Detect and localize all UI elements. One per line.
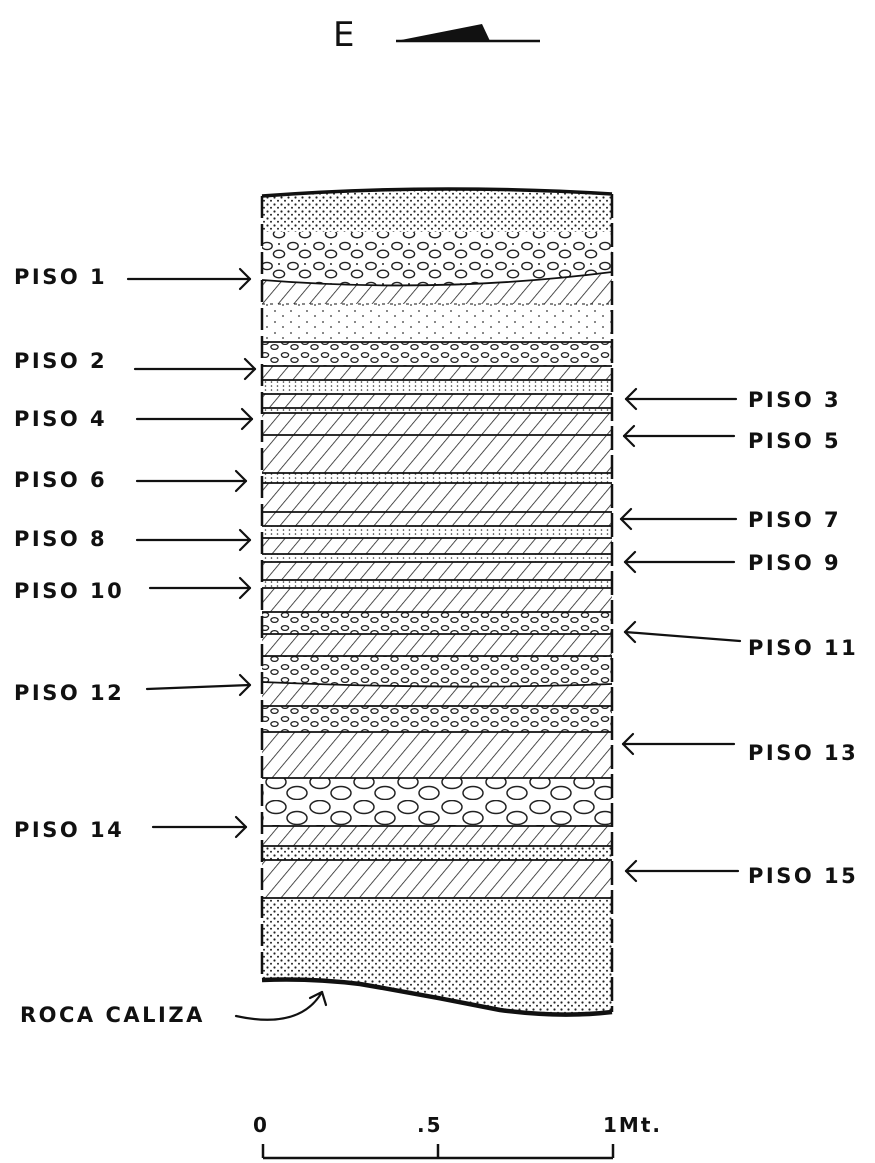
layer-floor-2	[255, 366, 620, 380]
floor-label-piso-9: PISO 9	[625, 551, 841, 575]
orientation-letter: E	[333, 15, 354, 55]
layer-floor-11	[255, 634, 620, 656]
scale-bar: 0 .5 1Mt.	[253, 1113, 662, 1158]
floor-label-piso-3: PISO 3	[626, 388, 841, 412]
layer-floor-8	[255, 538, 620, 554]
bedrock-label-text: ROCA CALIZA	[20, 1003, 205, 1027]
layer-fill-1	[255, 380, 620, 394]
layer-floor-5	[255, 435, 620, 473]
layer-bedrock	[255, 898, 620, 1023]
right-floor-labels: PISO 3 PISO 5 PISO 7 PISO 9 PISO 11 PISO…	[621, 388, 858, 888]
layer-fill-6	[255, 580, 620, 588]
layer-pebbles-3	[255, 656, 620, 687]
floor-label-text: PISO 6	[14, 468, 107, 492]
floor-label-piso-2: PISO 2	[14, 349, 255, 379]
floor-label-text: PISO 7	[748, 508, 841, 532]
floor-label-piso-6: PISO 6	[14, 468, 246, 492]
layer-floor-6	[255, 483, 620, 512]
layer-pebbles-2	[255, 612, 620, 634]
layer-floor-4	[255, 413, 620, 435]
floor-label-piso-11: PISO 11	[625, 622, 858, 660]
layer-floor-15	[255, 860, 620, 898]
floor-label-piso-15: PISO 15	[626, 861, 858, 888]
layer-floor-13	[255, 732, 620, 778]
layer-pebbles-4	[255, 706, 620, 732]
orientation-arrow-icon	[396, 24, 490, 41]
floor-label-piso-5: PISO 5	[624, 426, 841, 453]
floor-label-text: PISO 9	[748, 551, 841, 575]
scale-tick-label: 0	[253, 1113, 269, 1137]
floor-label-piso-14: PISO 14	[14, 817, 246, 842]
floor-label-text: PISO 3	[748, 388, 841, 412]
layer-floor-3	[255, 394, 620, 408]
layer-floor-10	[255, 588, 620, 612]
layer-floor-9	[255, 562, 620, 580]
scale-tick-label: 1Mt.	[603, 1113, 662, 1137]
layer-sand-1	[255, 304, 620, 342]
floor-label-text: PISO 12	[14, 681, 124, 705]
floor-label-text: PISO 8	[14, 527, 107, 551]
layer-floor-14	[255, 826, 620, 846]
floor-label-text: PISO 1	[14, 265, 107, 289]
layer-fill-4	[255, 526, 620, 538]
layer-fill-3	[255, 473, 620, 483]
floor-label-text: PISO 2	[14, 349, 107, 373]
floor-label-piso-4: PISO 4	[14, 407, 252, 431]
floor-label-piso-10: PISO 10	[14, 578, 250, 603]
floor-label-text: PISO 13	[748, 741, 858, 765]
floor-label-text: PISO 14	[14, 818, 124, 842]
bedrock-label: ROCA CALIZA	[20, 992, 326, 1027]
floor-label-text: PISO 11	[748, 636, 858, 660]
curved-arrow-line	[236, 992, 322, 1020]
floor-label-piso-13: PISO 13	[623, 734, 858, 765]
layer-fill-7	[255, 846, 620, 860]
layer-floor-7	[255, 512, 620, 526]
floor-label-piso-12: PISO 12	[14, 675, 250, 705]
scale-tick-label: .5	[417, 1113, 443, 1137]
stratigraphic-column	[255, 180, 620, 1025]
floor-label-text: PISO 15	[748, 864, 858, 888]
floor-label-text: PISO 5	[748, 429, 841, 453]
floor-label-piso-1: PISO 1	[14, 265, 250, 289]
layer-fill-5	[255, 554, 620, 562]
floor-label-text: PISO 4	[14, 407, 107, 431]
floor-label-piso-7: PISO 7	[621, 508, 841, 532]
floor-label-piso-8: PISO 8	[14, 527, 250, 551]
left-floor-labels: PISO 1 PISO 2 PISO 4 PISO 6 PISO 8 PISO …	[14, 265, 255, 842]
layer-cobbles	[255, 778, 620, 826]
layer-pebbles-1	[255, 342, 620, 366]
floor-label-text: PISO 10	[14, 579, 124, 603]
orientation-indicator: E	[333, 15, 540, 55]
